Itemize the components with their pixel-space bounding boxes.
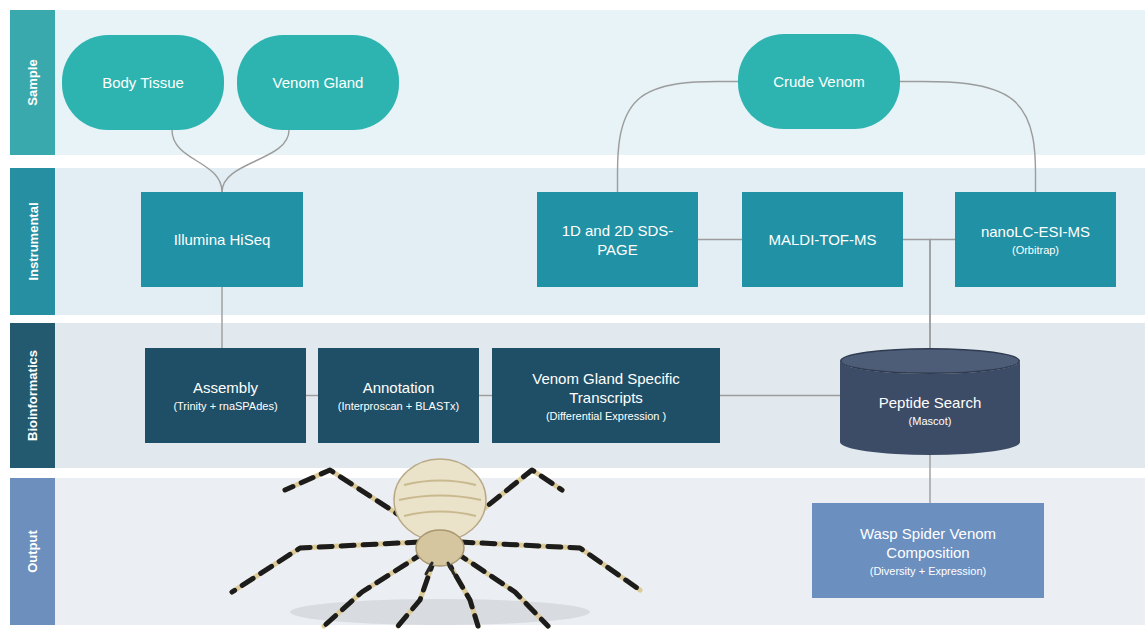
- connector-line: [698, 239, 742, 240]
- node-title: Body Tissue: [102, 73, 184, 92]
- connector-line: [720, 395, 840, 396]
- sample-pill: Body Tissue: [62, 35, 224, 130]
- band-row: Bioinformatics Assembly (Trinity + rnaSPAd…: [10, 323, 1145, 468]
- node-title: Illumina HiSeq: [174, 230, 271, 249]
- instrument-box: nanoLC-ESI-MS (Orbitrap): [955, 192, 1116, 287]
- node-subtitle: (Differential Expression ): [546, 409, 666, 423]
- output-box: Wasp Spider Venom Composition (Diversity …: [812, 503, 1044, 598]
- instrument-box: Illumina HiSeq: [141, 192, 303, 287]
- node-title: Wasp Spider Venom Composition: [836, 524, 1020, 562]
- band-label: Bioinformatics: [25, 350, 40, 441]
- node-subtitle: (Orbitrap): [1012, 243, 1059, 257]
- band-row: Output Wasp Spider Venom Composition (Dive…: [10, 478, 1145, 625]
- instrument-box: 1D and 2D SDS-PAGE: [537, 192, 698, 287]
- node-title: Crude Venom: [773, 72, 865, 91]
- process-box: Annotation (Interproscan + BLASTx): [318, 348, 479, 443]
- node-subtitle: (Diversity + Expression): [870, 564, 986, 578]
- node-title: nanoLC-ESI-MS: [981, 222, 1090, 241]
- process-box: Venom Gland Specific Transcripts (Differe…: [492, 348, 720, 443]
- process-box: Assembly (Trinity + rnaSPAdes): [145, 348, 306, 443]
- band-row: Sample Body Tissue Venom Gland Crude Venom: [10, 10, 1145, 155]
- cylinder-body: [840, 361, 1020, 455]
- band-label: Sample: [25, 59, 40, 105]
- sample-pill: Venom Gland: [237, 35, 399, 130]
- instrument-box: MALDI-TOF-MS: [742, 192, 903, 287]
- node-title: Venom Gland Specific Transcripts: [504, 369, 708, 407]
- node-title: MALDI-TOF-MS: [768, 230, 876, 249]
- connector-line: [929, 455, 930, 503]
- database-cylinder: Peptide Search (Mascot): [840, 348, 1020, 455]
- band-label: Instrumental: [25, 202, 40, 280]
- node-title: Annotation: [363, 378, 435, 397]
- node-subtitle: (Interproscan + BLASTx): [338, 399, 459, 413]
- connector-line: [479, 395, 492, 396]
- band-label-strip: Output: [10, 478, 55, 625]
- node-title: 1D and 2D SDS-PAGE: [559, 221, 676, 259]
- cylinder-top: [841, 349, 1020, 374]
- spider-abdomen: [394, 459, 486, 541]
- node-title: Peptide Search: [879, 393, 982, 412]
- band-label-strip: Sample: [10, 10, 55, 155]
- connector-line: [221, 287, 222, 348]
- node-title: Assembly: [193, 378, 258, 397]
- spider-stripes: [399, 481, 481, 517]
- node-title: Venom Gland: [273, 73, 364, 92]
- spider-cephalothorax: [416, 530, 464, 566]
- node-subtitle: (Mascot): [909, 414, 952, 428]
- node-subtitle: (Trinity + rnaSPAdes): [173, 399, 277, 413]
- band-label-strip: Bioinformatics: [10, 323, 55, 468]
- connector-line: [306, 395, 318, 396]
- band-row: Instrumental Illumina HiSeq 1D and 2D SDS-…: [10, 168, 1145, 315]
- band-label: Output: [25, 530, 40, 573]
- band-label-strip: Instrumental: [10, 168, 55, 315]
- sample-pill: Crude Venom: [738, 34, 900, 129]
